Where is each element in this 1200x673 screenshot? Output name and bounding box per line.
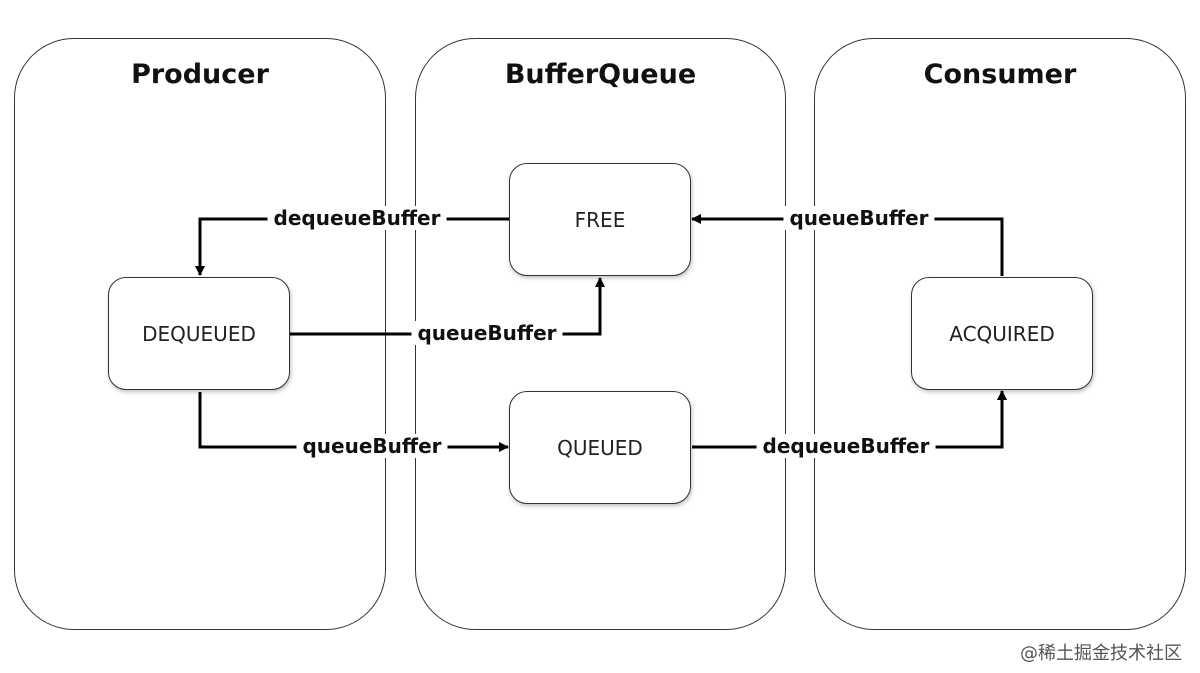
state-queued-label: QUEUED — [557, 435, 643, 460]
state-dequeued-label: DEQUEUED — [142, 321, 256, 346]
state-free-label: FREE — [574, 207, 626, 232]
lane-title-bufferqueue: BufferQueue — [504, 59, 697, 90]
edge-label-dequeued-to-free: queueBuffer — [411, 321, 563, 345]
edge-label-queued-to-acquired: dequeueBuffer — [756, 434, 936, 458]
state-queued: QUEUED — [509, 391, 691, 504]
watermark-text: @稀土掘金技术社区 — [1020, 643, 1182, 664]
edge-label-dequeued-to-queued: queueBuffer — [296, 434, 448, 458]
state-free: FREE — [509, 163, 691, 276]
edge-label-free-to-dequeued: dequeueBuffer — [267, 206, 447, 230]
edge-label-acquired-to-free: queueBuffer — [783, 206, 935, 230]
state-dequeued: DEQUEUED — [108, 277, 290, 390]
state-acquired-label: ACQUIRED — [949, 321, 1055, 346]
arrow-dequeued-to-free — [290, 277, 605, 336]
state-acquired: ACQUIRED — [911, 277, 1093, 390]
lane-title-consumer: Consumer — [923, 59, 1077, 90]
lane-title-producer: Producer — [131, 59, 269, 90]
